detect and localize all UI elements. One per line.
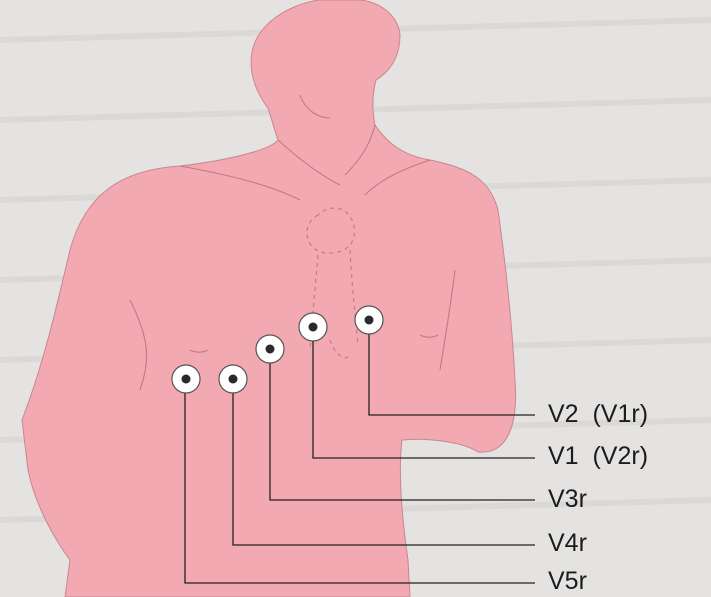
electrode-v5r <box>172 365 200 393</box>
lead-label-v3r: V3r <box>548 487 587 512</box>
lead-label-v1: V1 (V2r) <box>548 444 648 469</box>
electrode-v2 <box>355 306 383 334</box>
lead-label-v2: V2 (V1r) <box>548 402 648 427</box>
lead-label-v5r: V5r <box>548 569 587 594</box>
electrode-v1 <box>299 313 327 341</box>
lead-label-v4r: V4r <box>548 531 587 556</box>
electrode-v3r <box>256 335 284 363</box>
electrode-v4r <box>219 365 247 393</box>
